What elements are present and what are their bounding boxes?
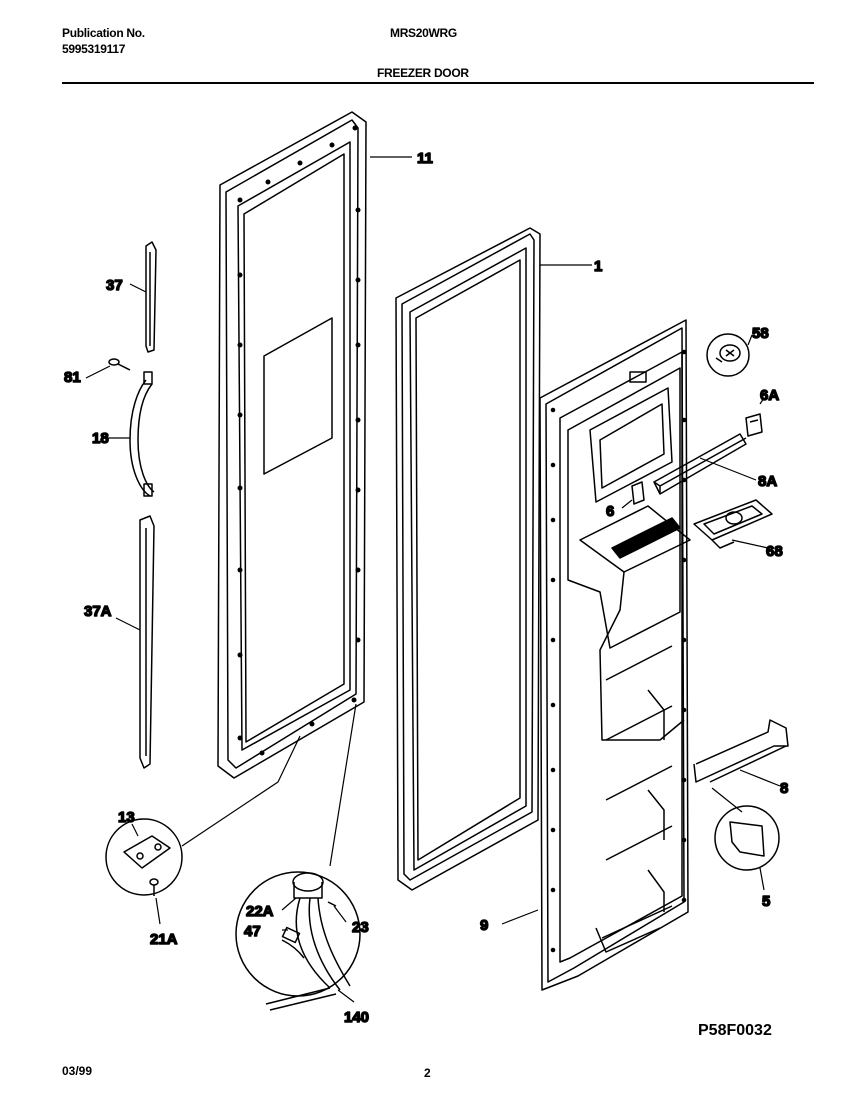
part-81-screw	[108, 358, 131, 371]
callout-21A: 21A	[150, 931, 178, 948]
callout-5: 5	[762, 893, 770, 910]
publication-number: 5995319117	[62, 42, 126, 56]
callout-9: 9	[480, 917, 488, 934]
callout-6: 6	[606, 503, 614, 520]
part-13-hinge-detail	[105, 818, 183, 896]
part-9-freezer-door-panel	[539, 319, 691, 991]
part-18-handle	[129, 371, 155, 497]
part-37-trim-strip	[145, 241, 157, 353]
callout-8: 8	[780, 780, 788, 797]
part-11-door-liner-frame	[217, 111, 367, 779]
part-8-bracket	[693, 719, 789, 783]
page-number: 2	[424, 1066, 431, 1080]
callout-37: 37	[106, 277, 123, 294]
callout-18: 18	[92, 430, 109, 447]
part-21A-screw	[149, 878, 159, 896]
callout-13: 13	[118, 809, 135, 826]
callout-8A: 8A	[758, 473, 777, 490]
callout-68: 68	[766, 543, 783, 560]
part-8A-rail	[653, 433, 747, 495]
callout-6A: 6A	[760, 387, 779, 404]
figure-code: P58F0032	[698, 1022, 772, 1039]
part-37A-trim-strip	[139, 515, 155, 769]
header-rule	[62, 82, 814, 84]
callout-11: 11	[417, 150, 433, 167]
part-6A-clip	[745, 413, 763, 437]
leader-lines	[85, 156, 781, 1003]
part-68-paddle	[693, 499, 773, 549]
callout-23: 23	[352, 919, 369, 936]
model-number: MRS20WRG	[390, 26, 457, 40]
part-5-cover-detail	[714, 805, 780, 871]
callout-47: 47	[244, 923, 261, 940]
callout-labels: 11 1 58 6A 8A 6 68 8 5 9 37 81 18 37A 13…	[63, 149, 789, 1027]
callout-81: 81	[64, 369, 81, 386]
part-58-screw	[706, 333, 750, 377]
part-6-clip	[631, 481, 645, 505]
callout-58: 58	[752, 325, 769, 342]
section-title: FREEZER DOOR	[377, 66, 469, 80]
callout-1: 1	[594, 258, 602, 275]
callout-140: 140	[344, 1009, 369, 1026]
wiring-harness-detail	[235, 871, 361, 1011]
footer-date: 03/99	[62, 1064, 93, 1078]
part-1-door-gasket	[395, 227, 541, 891]
callout-22A: 22A	[246, 903, 274, 920]
callout-37A: 37A	[84, 603, 112, 620]
publication-label: Publication No.	[62, 26, 145, 40]
